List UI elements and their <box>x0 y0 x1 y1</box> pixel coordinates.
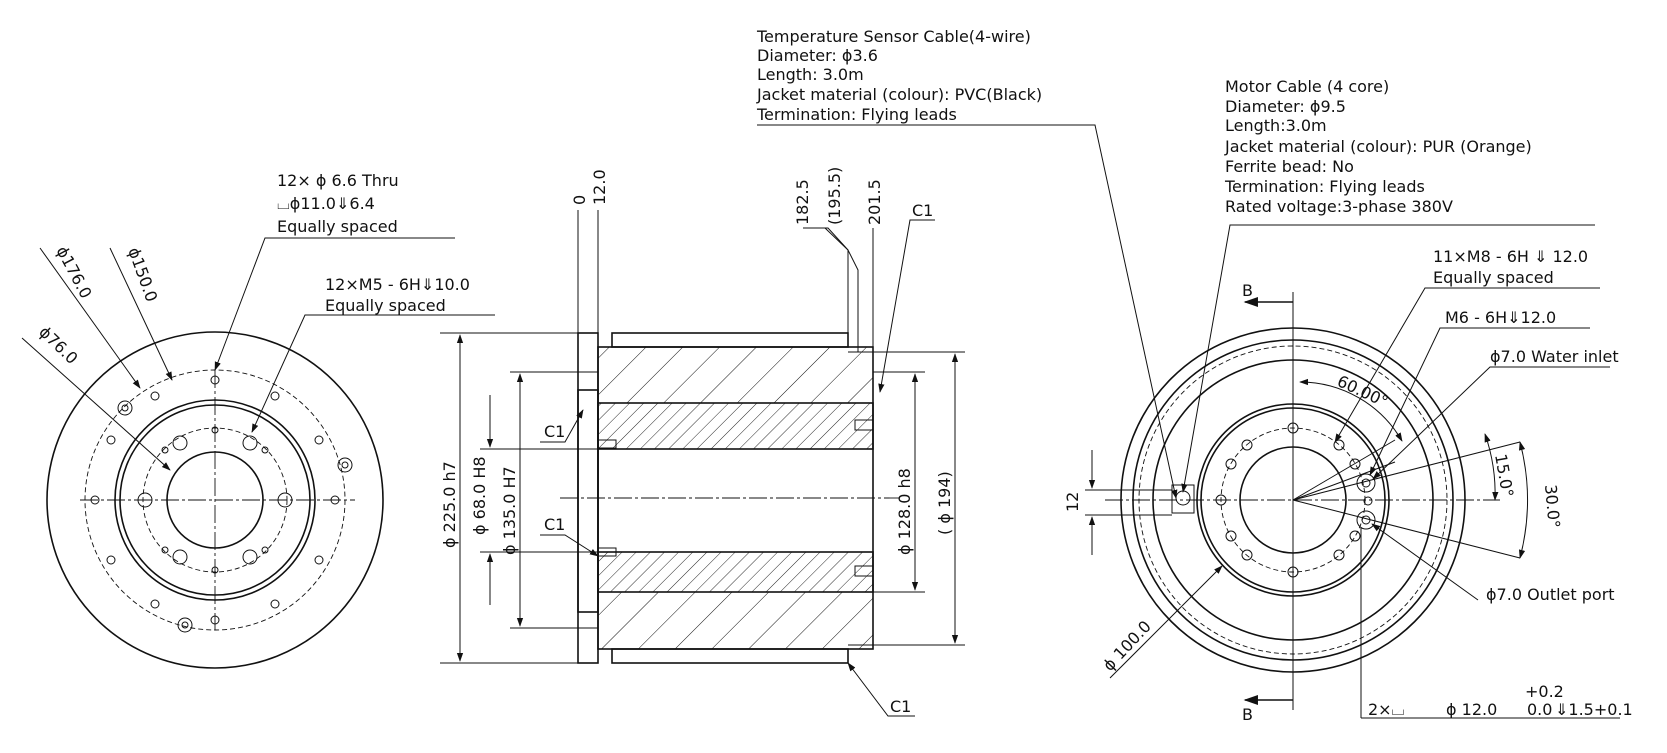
counterbore-prefix: 2×⌴ <box>1368 700 1404 719</box>
dim-d128: ϕ 128.0 h8 <box>895 468 914 555</box>
dim-d176: ϕ176.0 <box>52 243 95 302</box>
dim-d68: ϕ 68.0 H8 <box>470 456 489 535</box>
m8-note-line1: 11×M8 - 6H ⇓ 12.0 <box>1433 247 1588 266</box>
left-end-view: ϕ176.0 ϕ150.0 ϕ76.0 12× ϕ 6.6 Thru ⌴ϕ11.… <box>21 171 495 669</box>
holes-note-line1: 12× ϕ 6.6 Thru <box>277 171 399 190</box>
temp-cable-line2: Diameter: ϕ3.6 <box>757 46 878 65</box>
m8-note-line2: Equally spaced <box>1433 268 1554 287</box>
dim-201: 201.5 <box>865 179 884 225</box>
temperature-cable-note: Temperature Sensor Cable(4-wire) Diamete… <box>756 27 1178 499</box>
motor-cable-line2: Diameter: ϕ9.5 <box>1225 97 1346 116</box>
temp-cable-line3: Length: 3.0m <box>757 65 864 84</box>
chamfer-label-lower: C1 <box>544 515 565 534</box>
water-inlet-label: ϕ7.0 Water inlet <box>1490 347 1619 366</box>
counterbore-tol-upper: +0.2 <box>1525 682 1564 701</box>
counterbore-depth: ⇓1.5+0.1 <box>1555 700 1633 719</box>
dim-d76: ϕ76.0 <box>35 322 81 368</box>
dim-0: 0 <box>570 195 589 205</box>
section-view: ϕ 225.0 h7 ϕ 68.0 H8 ϕ 135.0 H7 ϕ 128.0 … <box>440 167 965 717</box>
temp-cable-line1: Temperature Sensor Cable(4-wire) <box>756 27 1031 46</box>
section-b-bottom: B <box>1242 705 1253 724</box>
temp-cable-line4: Jacket material (colour): PVC(Black) <box>756 85 1042 104</box>
angle-60: 60.00° <box>1334 371 1391 411</box>
chamfer-label-bottom: C1 <box>890 697 911 716</box>
dim-182: 182.5 <box>793 179 812 225</box>
outlet-label: ϕ7.0 Outlet port <box>1486 585 1615 604</box>
counterbore-dia: ϕ 12.0 <box>1446 700 1497 719</box>
motor-cable-line6: Termination: Flying leads <box>1224 177 1425 196</box>
angle-30: 30.0° <box>1541 484 1564 529</box>
dim-d194: ( ϕ 194) <box>935 471 954 535</box>
m6-note: M6 - 6H⇓12.0 <box>1445 308 1556 327</box>
dim-d225: ϕ 225.0 h7 <box>440 461 459 548</box>
motor-cable-line3: Length:3.0m <box>1225 116 1327 135</box>
thread-note-line2: Equally spaced <box>325 296 446 315</box>
dim-12: 12.0 <box>590 169 609 205</box>
holes-note-line3: Equally spaced <box>277 217 398 236</box>
thread-note-line1: 12×M5 - 6H⇓10.0 <box>325 275 470 294</box>
dim-d100: ϕ 100.0 <box>1099 617 1155 675</box>
motor-cable-line7: Rated voltage:3-phase 380V <box>1225 197 1453 216</box>
temp-cable-line5: Termination: Flying leads <box>756 105 957 124</box>
motor-cable-note: Motor Cable (4 core) Diameter: ϕ9.5 Leng… <box>1181 77 1595 493</box>
motor-cable-line1: Motor Cable (4 core) <box>1225 77 1389 96</box>
motor-cable-line4: Jacket material (colour): PUR (Orange) <box>1224 137 1532 156</box>
chamfer-label-upper: C1 <box>544 422 565 441</box>
left-inner-holes <box>137 426 293 574</box>
left-outer-holes <box>90 375 353 633</box>
right-end-view: B B 60.00° 15.0° 30.0° 12 ϕ 100 <box>1063 247 1633 724</box>
holes-note-line2: ⌴ϕ11.0⇓6.4 <box>277 194 375 213</box>
dim-d150: ϕ150.0 <box>124 245 161 304</box>
motor-cable-line5: Ferrite bead: No <box>1225 157 1354 176</box>
counterbore-tol-lower: 0.0 <box>1527 700 1552 719</box>
right-bolt-holes <box>1215 422 1376 578</box>
dim-195: (195.5) <box>825 167 844 225</box>
dim-12-right: 12 <box>1063 492 1082 512</box>
dim-d135: ϕ 135.0 H7 <box>500 466 519 555</box>
chamfer-label-top-right: C1 <box>912 201 933 220</box>
section-b-top: B <box>1242 281 1253 300</box>
